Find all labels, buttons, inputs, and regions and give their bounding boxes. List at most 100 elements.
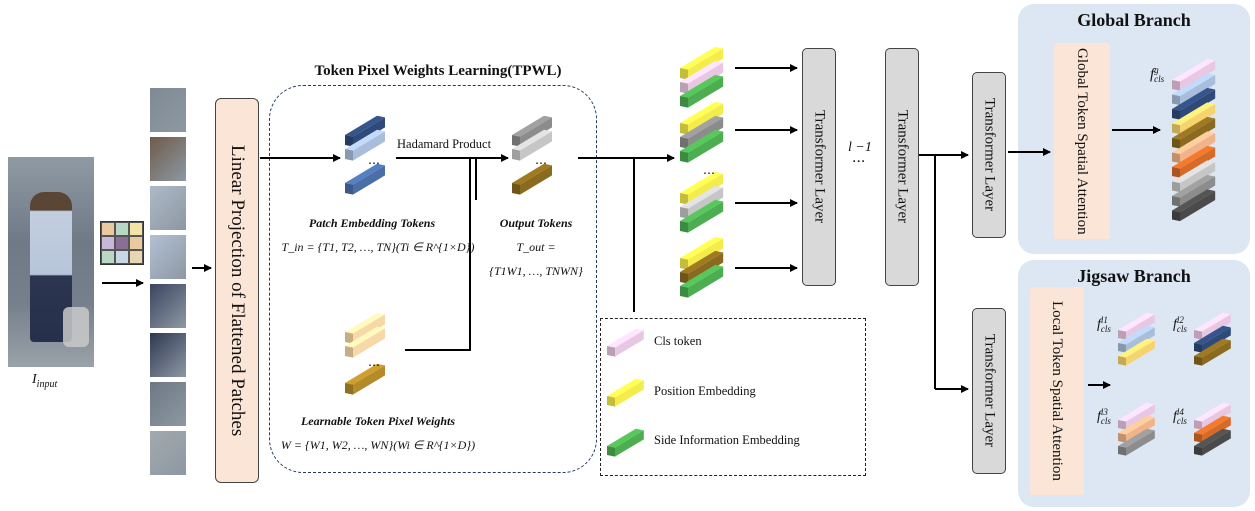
local-feature-token: [1194, 402, 1231, 430]
ellipsis-dots: …: [368, 355, 380, 369]
jigsaw-branch-title: Jigsaw Branch: [1077, 266, 1191, 286]
local-attention-box: Local Token Spatial Attention: [1030, 287, 1084, 495]
patch-embedding-token: [345, 163, 385, 195]
output-formula-line1: T_out =: [516, 240, 556, 254]
local-feature-token: [1118, 325, 1155, 353]
hadamard-label: Hadamard Product: [397, 137, 492, 151]
local-feature-token: [1194, 415, 1231, 443]
embedded-token: [680, 171, 724, 205]
embedded-token: [680, 115, 724, 149]
patch-tokens-formula: T_in = {T1, T2, …, TN}(Ti ∈ R^{1×D}): [281, 240, 475, 254]
local-feature-token: [1194, 325, 1231, 353]
embedded-token: [680, 199, 724, 233]
embedded-token: [680, 101, 724, 135]
local-feature-token: [1118, 312, 1155, 340]
transformer-layer-2: Transformer Layer: [885, 48, 919, 286]
flattened-patch: [150, 284, 186, 328]
legend-label-position: Position Embedding: [654, 384, 756, 398]
transformer-layer-1: Transformer Layer: [802, 48, 836, 286]
output-formula-line2: {T1W1, …, TNWN}: [489, 264, 583, 278]
local-feature-token: [1118, 338, 1155, 366]
weights-line: [405, 158, 471, 351]
embedded-token: [680, 185, 724, 219]
flattened-patch: [150, 382, 186, 426]
legend-side-info-token: [607, 428, 644, 457]
global-attention-box: Global Token Spatial Attention: [1054, 43, 1110, 239]
input-image: [8, 157, 94, 367]
flattened-patch: [150, 88, 186, 132]
flattened-patch: [150, 137, 186, 181]
flattened-patches: [150, 88, 186, 481]
ellipsis-dots: …: [535, 153, 547, 167]
flattened-patch: [150, 186, 186, 230]
legend-label-side-info: Side Information Embedding: [654, 433, 800, 447]
repeat-label: l −1: [848, 140, 872, 155]
hadamard-line: [396, 157, 477, 200]
embedded-token: [680, 60, 724, 94]
repeat-dots: ···: [852, 154, 866, 170]
embedded-token: [680, 264, 724, 298]
flattened-patch: [150, 333, 186, 377]
learnable-weight-token: [345, 363, 385, 395]
local-feature-token: [1194, 338, 1231, 366]
patch-grid-icon: [100, 221, 144, 265]
output-tokens-title: Output Tokens: [499, 216, 573, 230]
learnable-weight-token: [345, 326, 385, 358]
patch-embedding-token: [345, 115, 385, 147]
patch-cell: [129, 236, 143, 250]
global-feature-token: [1172, 145, 1216, 178]
global-feature-token: [1172, 131, 1216, 164]
global-feature-token: [1172, 58, 1216, 91]
legend-cls-token: [607, 328, 644, 357]
legend-box: [600, 318, 866, 476]
global-branch-title: Global Branch: [1077, 10, 1191, 30]
transformer-layer-jigsaw: Transformer Layer: [972, 308, 1006, 474]
patch-cell: [115, 236, 129, 250]
embedded-token: [680, 74, 724, 108]
patch-tokens-title: Patch Embedding Tokens: [308, 216, 436, 230]
patch-embedding-token: [345, 129, 385, 161]
patch-cell: [101, 222, 115, 236]
global-feature-token: [1172, 160, 1216, 193]
local-feature-token: [1194, 428, 1231, 456]
flattened-patch: [150, 431, 186, 475]
global-feature-token: [1172, 174, 1216, 207]
tpwl-title: Token Pixel Weights Learning(TPWL): [314, 63, 562, 79]
patch-cell: [101, 250, 115, 264]
embedded-token: [680, 236, 724, 270]
global-feature-token: [1172, 102, 1216, 135]
global-feature-token: [1172, 73, 1216, 106]
local-feature-token: [1118, 402, 1155, 430]
linear-projection-box: Linear Projection of Flattened Patches: [215, 98, 259, 483]
output-token: [512, 163, 552, 195]
tpwl-container: [269, 85, 597, 473]
local-feature-token: [1118, 428, 1155, 456]
learnable-weight-token: [345, 312, 385, 344]
local-feature-token: [1194, 312, 1231, 340]
legend-position-token: [607, 378, 644, 407]
output-token: [512, 115, 552, 147]
input-label: Iinput: [32, 372, 58, 390]
global-feature-token: [1172, 116, 1216, 149]
patch-cell: [115, 222, 129, 236]
global-feature-token: [1172, 87, 1216, 120]
patch-cell: [101, 236, 115, 250]
local-feature-token: [1118, 415, 1155, 443]
ellipsis-dots: …: [703, 163, 715, 177]
branch-split: [919, 154, 936, 389]
patch-cell: [129, 250, 143, 264]
embedded-token: [680, 46, 724, 80]
patch-cell: [129, 222, 143, 236]
transformer-layer-global: Transformer Layer: [972, 72, 1006, 238]
legend-label-cls: Cls token: [654, 334, 702, 348]
ellipsis-dots: …: [368, 153, 380, 167]
weights-title: Learnable Token Pixel Weights: [300, 414, 456, 428]
output-token: [512, 129, 552, 161]
global-feature-token: [1172, 189, 1216, 222]
